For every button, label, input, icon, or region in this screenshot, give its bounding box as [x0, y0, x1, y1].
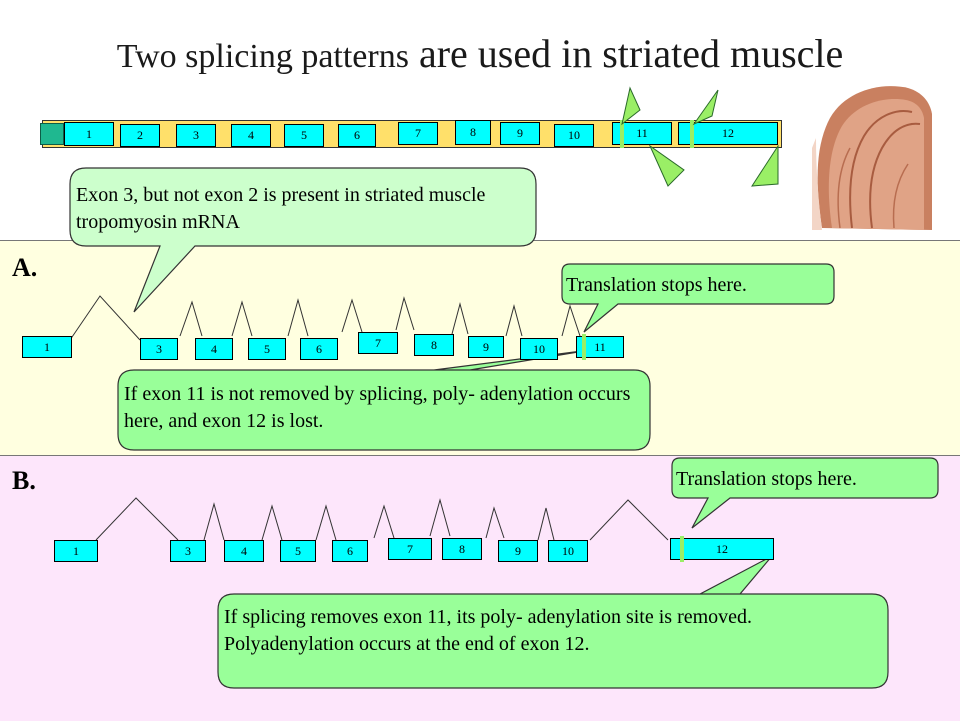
a-exon-8: 8: [414, 334, 454, 356]
a-exon-4: 4: [195, 338, 233, 360]
gene-exon-11: 11: [612, 122, 672, 145]
a-exon-7: 7: [358, 332, 398, 354]
callout-b-stop: [671, 457, 939, 529]
polya-site-marker: [680, 536, 684, 562]
gene-exon-6: 6: [338, 124, 376, 147]
gene-start-marker: [40, 123, 64, 145]
gene-exon-2: 2: [120, 124, 160, 147]
b-exon-7: 7: [388, 538, 432, 560]
callout-top: [69, 167, 537, 313]
polya-site-marker: [582, 334, 586, 360]
polya-triangle: [621, 86, 641, 126]
callout-a-polya: [117, 349, 651, 451]
polya-triangle: [648, 144, 685, 187]
gene-exon-9: 9: [500, 122, 540, 145]
a-exon-1: 1: [22, 336, 72, 358]
gene-exon-7: 7: [398, 122, 438, 145]
b-exon-4: 4: [224, 540, 264, 562]
callout-a-polya-text: If exon 11 is not removed by splicing, p…: [124, 383, 631, 432]
gene-exon-12: 12: [678, 122, 778, 145]
a-exon-11: 11: [576, 336, 624, 358]
gene-exon-1: 1: [64, 122, 114, 146]
panel-b-splice-lines: [95, 497, 669, 541]
callout-b-polya-text: If splicing removes exon 11, its poly- a…: [224, 606, 753, 655]
page-title: Two splicing patterns are used in striat…: [116, 31, 844, 76]
callout-a-stop-text: Translation stops here.: [566, 274, 747, 296]
b-exon-1: 1: [54, 540, 98, 562]
gene-exon-3: 3: [176, 124, 216, 147]
b-exon-6: 6: [332, 540, 368, 562]
polya-site-marker: [690, 120, 694, 148]
panel-a-label: A.: [12, 253, 38, 282]
a-exon-9: 9: [468, 336, 504, 358]
panel-a-splice-lines: [69, 295, 581, 341]
b-exon-8: 8: [442, 538, 482, 560]
panel-b-label: B.: [12, 466, 36, 495]
a-exon-3: 3: [140, 338, 178, 360]
gene-exon-8: 8: [455, 120, 491, 145]
gene-exon-5: 5: [284, 124, 324, 147]
a-exon-6: 6: [300, 338, 338, 360]
a-exon-5: 5: [248, 338, 286, 360]
polya-triangle: [751, 144, 779, 187]
b-exon-9: 9: [498, 540, 538, 562]
gene-exon-4: 4: [231, 124, 271, 147]
callout-b-polya: [217, 555, 889, 689]
callout-a-stop: [561, 263, 835, 333]
callout-top-text: Exon 3, but not exon 2 is present in str…: [76, 184, 486, 233]
callout-b-stop-text: Translation stops here.: [676, 468, 857, 490]
muscle-illustration: [812, 86, 932, 230]
b-exon-3: 3: [170, 540, 206, 562]
gene-exon-10: 10: [554, 124, 594, 147]
b-exon-10: 10: [548, 540, 588, 562]
a-exon-10: 10: [520, 338, 558, 360]
polya-triangle: [692, 89, 719, 126]
b-exon-5: 5: [280, 540, 316, 562]
b-exon-12: 12: [670, 538, 774, 560]
polya-site-marker: [620, 120, 624, 148]
